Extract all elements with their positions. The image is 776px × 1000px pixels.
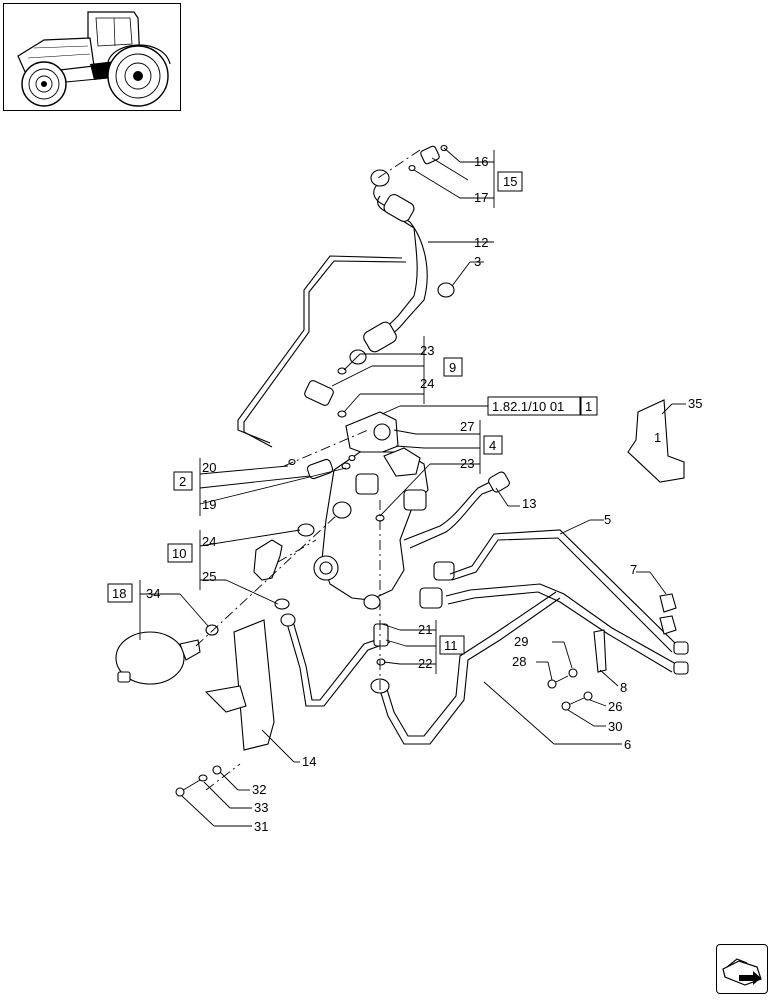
callout-2-box[interactable]: [173, 471, 193, 491]
tractor-thumbnail-icon: [17, 11, 171, 107]
callout-23-upper: 23: [420, 343, 434, 358]
callout-25: 25: [202, 569, 216, 584]
parts-drawing: 1: [115, 144, 689, 797]
callout-2: 2: [179, 474, 186, 489]
callout-27: 27: [460, 419, 474, 434]
callout-35: 35: [688, 396, 702, 411]
callout-14: 14: [302, 754, 316, 769]
callout-23-lower: 23: [460, 456, 474, 471]
callout-28: 28: [512, 654, 526, 669]
callout-21: 21: [418, 622, 432, 637]
callout-34: 34: [146, 586, 160, 601]
callout-10-box[interactable]: [167, 543, 193, 563]
ref-1: 1: [585, 399, 592, 414]
callout-31: 31: [254, 819, 268, 834]
callout-15: 15: [503, 174, 517, 189]
callout-11: 11: [444, 638, 458, 653]
callout-26: 26: [608, 699, 622, 714]
callout-7: 7: [630, 562, 637, 577]
part-35-tag: 1: [654, 430, 661, 445]
callout-6: 6: [624, 737, 631, 752]
ref-code: 1.82.1/10 01: [492, 399, 564, 414]
callout-16: 16: [474, 154, 488, 169]
callout-12: 12: [474, 235, 488, 250]
next-page-arrow-icon: [722, 958, 762, 986]
callout-33: 33: [254, 800, 268, 815]
callout-8: 8: [620, 680, 627, 695]
ref-code-box[interactable]: [487, 396, 581, 416]
callout-24-lower: 24: [202, 534, 216, 549]
callout-22: 22: [418, 656, 432, 671]
leader-lines: [139, 147, 686, 827]
callout-17: 17: [474, 190, 488, 205]
callout-3: 3: [474, 254, 481, 269]
tractor-thumbnail: [3, 3, 181, 111]
ref-1-box[interactable]: [580, 396, 598, 416]
callout-10: 10: [172, 546, 186, 561]
callout-15-box[interactable]: [497, 171, 523, 192]
callout-4: 4: [489, 438, 496, 453]
callout-32: 32: [252, 782, 266, 797]
callout-29: 29: [514, 634, 528, 649]
callout-18: 18: [112, 586, 126, 601]
callout-4-box[interactable]: [483, 435, 503, 455]
callout-5: 5: [604, 512, 611, 527]
callout-20: 20: [202, 460, 216, 475]
next-page-button[interactable]: [716, 944, 768, 994]
callout-13: 13: [522, 496, 536, 511]
callout-19: 19: [202, 497, 216, 512]
callout-30: 30: [608, 719, 622, 734]
callout-11-box[interactable]: [439, 635, 465, 655]
callout-9-box[interactable]: [443, 357, 463, 377]
callout-18-box[interactable]: [107, 583, 133, 603]
callout-24-upper: 24: [420, 376, 434, 391]
callout-9: 9: [449, 360, 456, 375]
callout-labels: 16 15 17 12 3 23 9 24 1.82.1/10 01 1 35 …: [107, 154, 702, 834]
